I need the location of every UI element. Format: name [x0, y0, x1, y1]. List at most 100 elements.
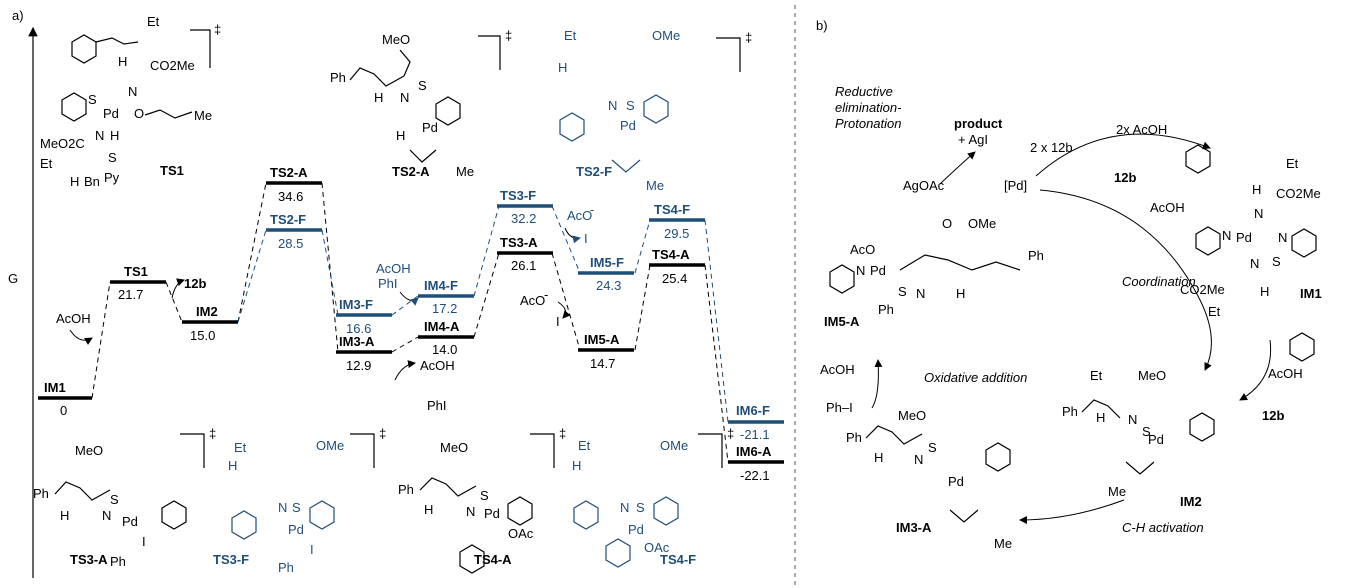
structure-ts4f: Et OMe H N S Pd OAc TS4-F ‡ — [572, 426, 734, 568]
structure-im2: MeO Et Ph H N S Pd Me IM2 — [1062, 368, 1215, 509]
cycle-arrow — [1035, 133, 1211, 177]
svg-text:I: I — [142, 534, 146, 549]
connector — [473, 205, 500, 297]
catalytic-cycle: Reductive elimination- Protonation produ… — [820, 84, 1322, 551]
step-label: Coordination — [1122, 274, 1196, 289]
svg-text:OMe: OMe — [968, 216, 996, 231]
svg-text:Et: Et — [234, 440, 247, 455]
svg-text:Ph: Ph — [278, 560, 294, 575]
reagent-label: 2x AcOH — [1116, 122, 1167, 137]
connector — [391, 295, 419, 316]
pd-label: [Pd] — [1004, 178, 1027, 193]
reagent-label: 2 x 12b — [1030, 140, 1073, 155]
level-value: 21.7 — [118, 287, 143, 302]
step-label: elimination- — [835, 100, 902, 115]
curved-arrow — [557, 301, 571, 319]
structure-im5a: AcO N Pd O OMe Ph S N H Ph IM5-A — [824, 216, 1044, 329]
svg-text:Ph: Ph — [110, 554, 126, 569]
svg-text:H: H — [424, 502, 433, 517]
level-value: 24.3 — [596, 278, 621, 293]
svg-text:CO2Me: CO2Me — [150, 58, 195, 73]
curved-arrow — [69, 329, 93, 345]
svg-text:H: H — [1252, 182, 1261, 197]
svg-text:S: S — [898, 284, 907, 299]
step-label: Reductive — [835, 84, 893, 99]
svg-text:AcO: AcO — [850, 242, 875, 257]
structure-label: TS4-A — [474, 552, 512, 567]
svg-text:H: H — [60, 508, 69, 523]
svg-text:Bn: Bn — [84, 174, 100, 189]
svg-text:Pd: Pd — [422, 120, 438, 135]
level-label: IM5-F — [590, 255, 624, 270]
svg-text:‡: ‡ — [745, 30, 752, 45]
level-value: 14.7 — [590, 356, 615, 371]
svg-text:‡: ‡ — [505, 28, 512, 43]
svg-text:H: H — [110, 128, 119, 143]
svg-text:Pd: Pd — [870, 263, 886, 278]
svg-text:Me: Me — [194, 108, 212, 123]
svg-text:MeO: MeO — [1138, 368, 1166, 383]
level-label: IM3-A — [339, 334, 375, 349]
y-axis-label: G — [8, 271, 18, 286]
level-label: TS3-A — [500, 235, 538, 250]
svg-text:Ph: Ph — [878, 302, 894, 317]
svg-text:Pd: Pd — [484, 506, 500, 521]
level-value: 17.2 — [432, 301, 457, 316]
svg-text:H: H — [558, 60, 567, 75]
connector — [165, 281, 183, 323]
cycle-arrow — [1019, 499, 1125, 524]
structure-label: IM2 — [1180, 494, 1202, 509]
structure-label: IM3-A — [896, 520, 932, 535]
svg-text:S: S — [418, 78, 427, 93]
connector — [634, 264, 651, 351]
structure-label: TS3-F — [213, 552, 249, 567]
svg-text:S: S — [1272, 254, 1281, 269]
structure-ts2a: MeO Ph H N S Pd H Me TS2-A ‡ — [330, 28, 512, 179]
product-label: product — [954, 116, 1003, 131]
svg-text:‡: ‡ — [209, 426, 216, 441]
svg-text:S: S — [108, 150, 117, 165]
energy-profile: IM1 0 TS1 21.7 IM2 15.0 TS2-A 34.6 TS2-F… — [38, 165, 784, 483]
svg-text:S: S — [636, 500, 645, 515]
svg-text:MeO2C: MeO2C — [40, 136, 85, 151]
structure-im1: Et CO2Me H N N Pd N N S CO2Me H Et IM1 — [1180, 144, 1322, 362]
svg-text:Pd: Pd — [628, 522, 644, 537]
level-value: 12.9 — [346, 358, 371, 373]
svg-text:Et: Et — [1090, 368, 1103, 383]
connector — [237, 182, 267, 323]
svg-text:H: H — [396, 128, 405, 143]
svg-text:H: H — [374, 90, 383, 105]
step-label: C-H activation — [1122, 520, 1204, 535]
connector — [551, 252, 581, 351]
curved-arrow — [1239, 339, 1272, 401]
level-label: IM2 — [196, 304, 218, 319]
curved-arrow — [171, 278, 185, 299]
level-value: -22.1 — [740, 468, 770, 483]
svg-text:S: S — [1142, 424, 1151, 439]
svg-text:H: H — [956, 286, 965, 301]
aco-label: AcO — [567, 208, 592, 223]
curved-arrow — [939, 151, 976, 185]
connector — [391, 336, 419, 353]
reagent-label: Ph–I — [826, 400, 853, 415]
level-label: IM4-A — [424, 319, 460, 334]
curved-arrow — [399, 291, 419, 306]
acoh-label: AcOH — [376, 261, 411, 276]
level-label: TS4-F — [654, 202, 690, 217]
level-value: 0 — [60, 403, 67, 418]
structure-label: TS3-A — [70, 552, 108, 567]
level-label: TS1 — [124, 264, 148, 279]
svg-text:OMe: OMe — [316, 438, 344, 453]
structure-label: TS4-F — [660, 552, 696, 567]
level-label: IM6-F — [736, 403, 770, 418]
reagent-label: 12b — [1114, 170, 1136, 185]
svg-text:Ph: Ph — [398, 482, 414, 497]
connector — [91, 281, 111, 399]
reagent-label: AcOH — [820, 362, 855, 377]
connector — [321, 182, 339, 353]
phi-label: PhI — [427, 398, 447, 413]
svg-text:N: N — [95, 128, 104, 143]
aco-label: AcO — [520, 293, 545, 308]
svg-text:S: S — [480, 488, 489, 503]
